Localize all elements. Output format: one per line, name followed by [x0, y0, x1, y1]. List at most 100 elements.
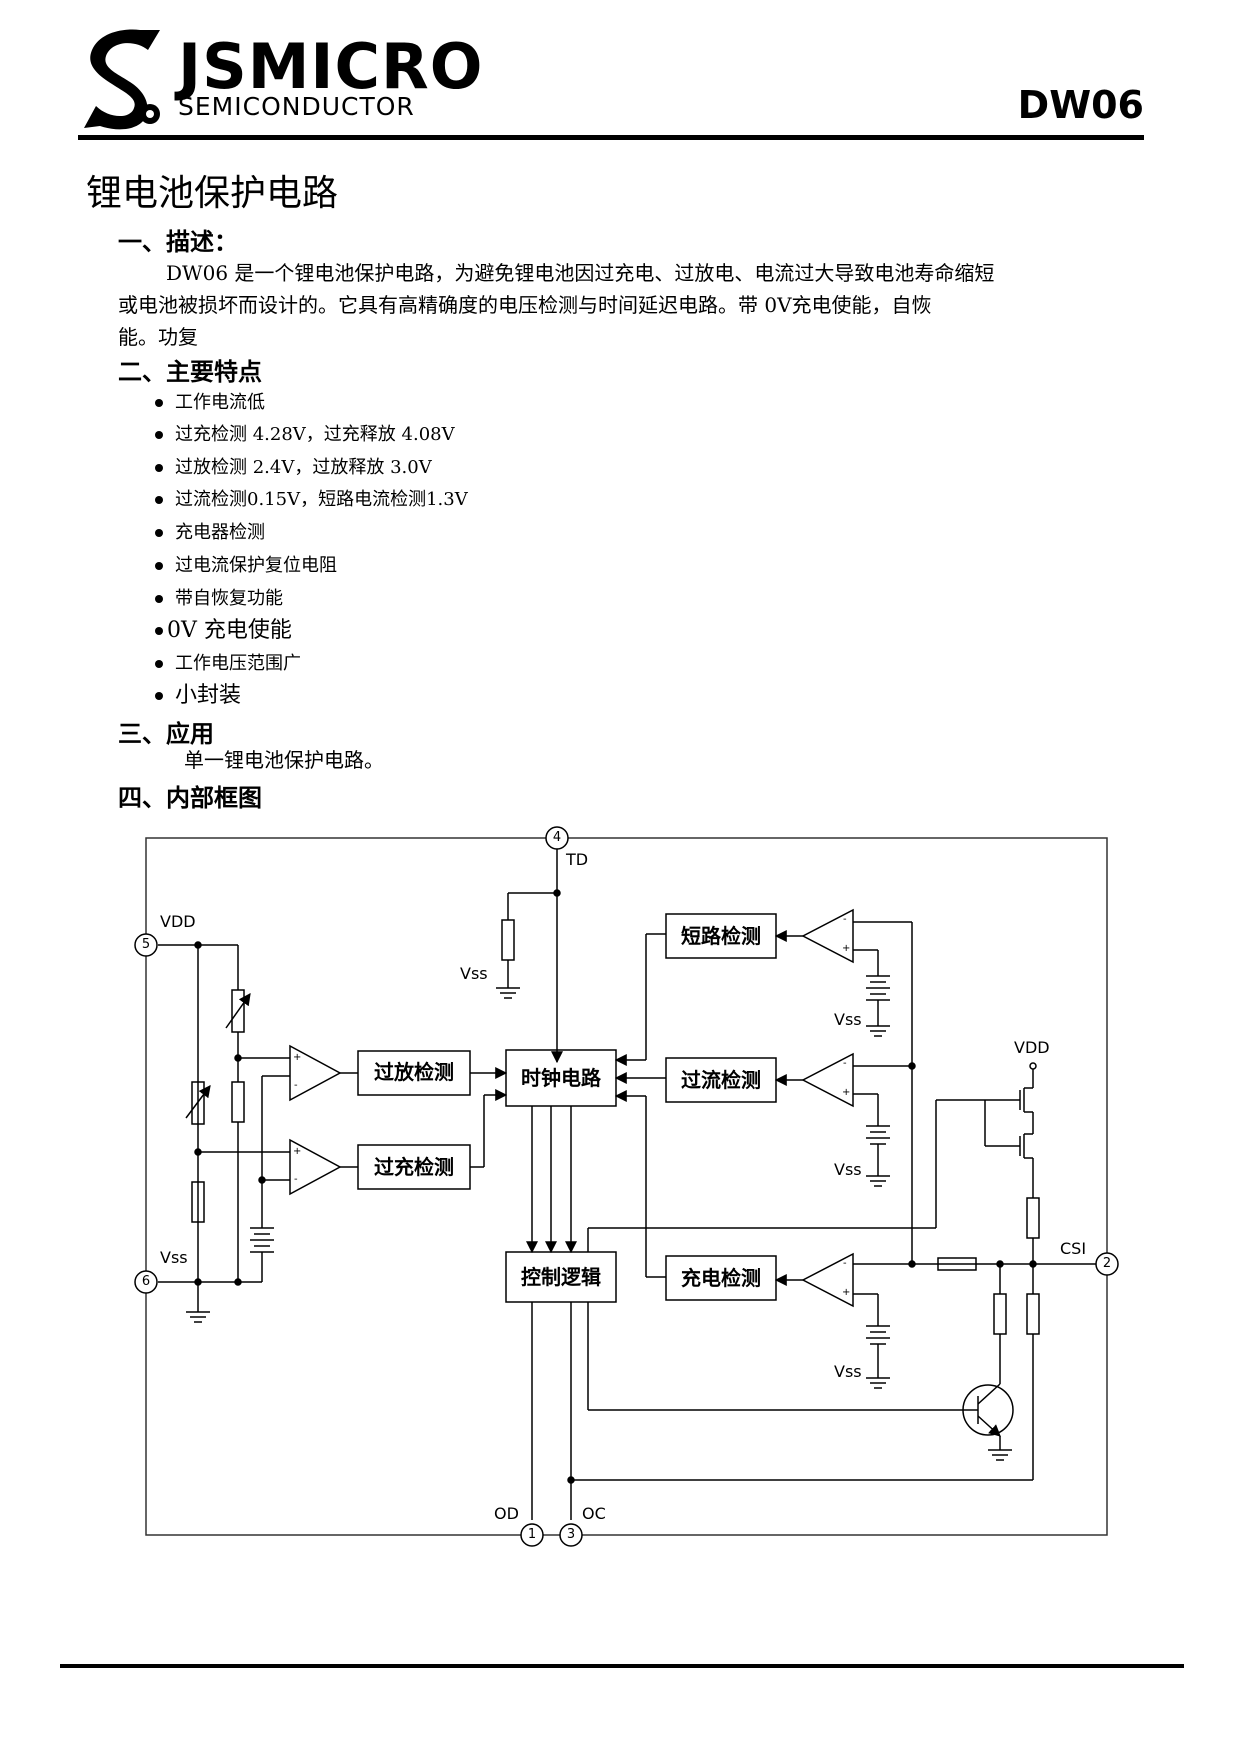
bullet-icon: [155, 464, 163, 472]
resistor-2: [231, 1081, 245, 1123]
feature-item: 带自恢复功能: [155, 590, 283, 608]
bullet-icon: [155, 595, 163, 603]
description-line-1: DW06 是一个锂电池保护电路，为避免锂电池因过充电、过放电、电流过大导致电池寿…: [166, 261, 995, 285]
part-number: DW06: [1017, 83, 1144, 127]
plus-sign: +: [293, 1146, 302, 1157]
pin-label-csi: CSI: [1060, 1239, 1087, 1258]
feature-item: 过流检测0.15V，短路电流检测1.3V: [155, 491, 468, 509]
pin-3-oc: [559, 1523, 583, 1547]
pin-number: 2: [1102, 1256, 1112, 1271]
section-description-heading: 一、描述：: [118, 227, 238, 256]
battery-icon: [866, 1325, 890, 1345]
comparator-over-current: [801, 1052, 854, 1108]
resistor-7: [1026, 1197, 1040, 1239]
battery-icon: [250, 1227, 274, 1253]
feature-item: 工作电压范围广: [155, 655, 301, 673]
page-title: 锂电池保护电路: [86, 173, 339, 214]
control-logic-label: 控制逻辑: [521, 1265, 601, 1289]
pin-label-td: TD: [566, 850, 589, 869]
section-application-heading: 三、应用: [118, 719, 214, 748]
adjustable-resistor-3: [191, 1081, 205, 1125]
ground-icon: [496, 987, 520, 999]
resistor-td: [501, 919, 515, 961]
jsmicro-logo-icon: [84, 29, 160, 130]
diagram-frame: [145, 837, 1108, 1536]
pin-label-vdd: VDD: [160, 912, 196, 931]
description-line-3: 能。功复: [118, 325, 198, 349]
ground-icon: [988, 1449, 1012, 1461]
charger-detect-label: 充电检测: [681, 1266, 761, 1290]
bullet-icon: [155, 660, 163, 668]
comparator-charger: [801, 1252, 854, 1308]
pin-number: 4: [552, 830, 562, 845]
pin-1-od: [520, 1523, 544, 1547]
pin-label-oc: OC: [582, 1504, 606, 1523]
battery-icon: [866, 1125, 890, 1145]
pin-number: 6: [141, 1274, 151, 1289]
pin-label-od: OD: [494, 1504, 519, 1523]
bullet-icon: [155, 692, 163, 700]
feature-item: 工作电流低: [155, 394, 265, 412]
bullet-icon: [155, 399, 163, 407]
csi-resistor: [937, 1257, 977, 1271]
feature-item: 过电流保护复位电阻: [155, 557, 337, 575]
plus-sign: +: [293, 1052, 302, 1063]
bullet-icon: [155, 627, 163, 635]
vss-label: Vss: [834, 1010, 862, 1029]
feature-item: 过充检测 4.28V，过充释放 4.08V: [155, 426, 455, 444]
plus-sign: +: [842, 1287, 851, 1298]
pin-number: 3: [566, 1527, 576, 1542]
ground-icon: [866, 1175, 890, 1187]
bullet-icon: [155, 529, 163, 537]
short-circuit-detect-label: 短路检测: [681, 924, 761, 948]
feature-item: 过放检测 2.4V，过放释放 3.0V: [155, 459, 432, 477]
comparator-short-circuit: [801, 908, 854, 964]
bullet-icon: [155, 496, 163, 504]
minus-sign: -: [843, 1258, 847, 1269]
header-rule: [78, 135, 1144, 140]
ground-icon: [866, 1025, 890, 1037]
minus-sign: -: [843, 914, 847, 925]
description-line-2: 或电池被损坏而设计的。它具有高精确度的电压检测与时间延迟电路。带 0V充电使能，…: [118, 293, 932, 317]
ground-icon: [866, 1377, 890, 1389]
pin-number: 1: [527, 1527, 537, 1542]
overcharge-detect-label: 过充检测: [374, 1155, 454, 1179]
pin-4-td: [545, 826, 569, 850]
feature-item: 小封装: [155, 685, 241, 707]
pin-label-vss: Vss: [160, 1248, 188, 1267]
vss-label: Vss: [460, 964, 488, 983]
section-block-diagram-heading: 四、内部框图: [118, 783, 262, 812]
resistor-5: [993, 1293, 1007, 1335]
overdischarge-detect-label: 过放检测: [374, 1060, 454, 1084]
minus-sign: -: [294, 1080, 298, 1091]
resistor-4: [191, 1181, 205, 1223]
plus-sign: +: [842, 943, 851, 954]
vss-label: Vss: [834, 1160, 862, 1179]
bullet-icon: [155, 562, 163, 570]
bullet-icon: [155, 431, 163, 439]
minus-sign: -: [843, 1058, 847, 1069]
plus-sign: +: [842, 1087, 851, 1098]
pin-6-vss: [134, 1270, 158, 1294]
vdd-terminal-dot: [1029, 1062, 1037, 1070]
pin-5-vdd: [134, 933, 158, 957]
section-features-heading: 二、主要特点: [118, 357, 262, 386]
pin-2-csi: [1095, 1252, 1119, 1276]
control-logic-block: [505, 1251, 617, 1303]
comparator-overcharge: [289, 1138, 342, 1196]
battery-icon: [866, 975, 890, 1001]
resistor-6: [1026, 1293, 1040, 1335]
footer-rule: [60, 1664, 1184, 1668]
pin-number: 5: [141, 937, 151, 952]
feature-item: 0V 充电使能: [155, 620, 292, 642]
comparator-overdischarge: [289, 1044, 342, 1102]
vdd-label: VDD: [1014, 1038, 1050, 1057]
minus-sign: -: [294, 1174, 298, 1185]
clock-circuit-label: 时钟电路: [521, 1066, 601, 1090]
feature-item: 充电器检测: [155, 524, 265, 542]
vss-label: Vss: [834, 1362, 862, 1381]
application-text: 单一锂电池保护电路。: [184, 748, 384, 772]
brand-name: JSMICRO: [178, 30, 484, 103]
brand-subtitle: SEMICONDUCTOR: [178, 92, 415, 121]
